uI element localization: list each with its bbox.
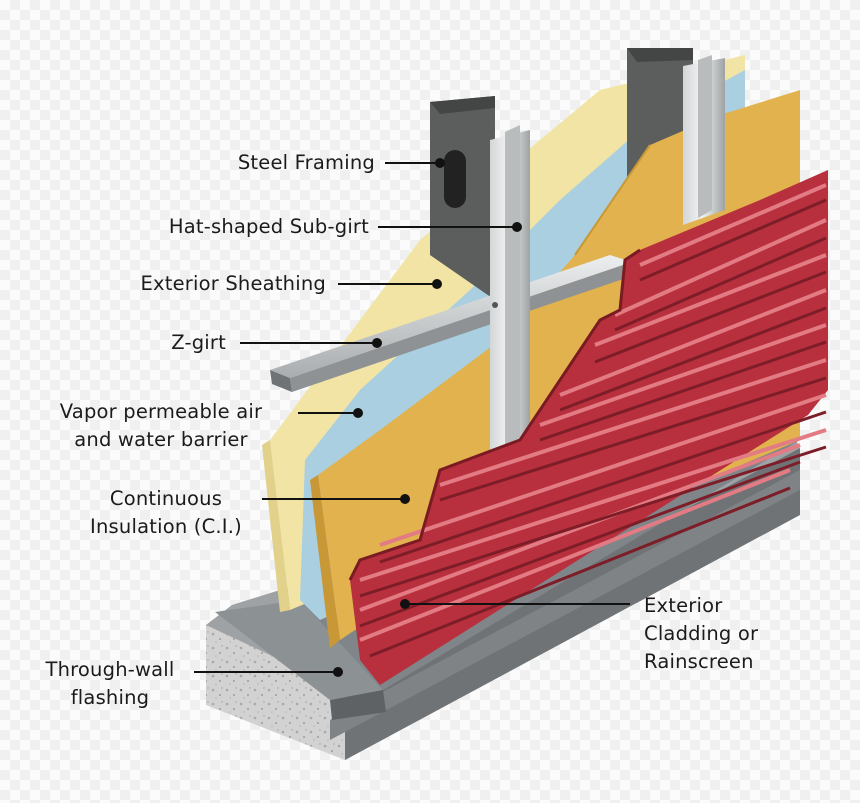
- label-z-girt: Z-girt: [171, 329, 226, 357]
- label-exterior-cladding-line3: Rainscreen: [644, 650, 754, 673]
- label-vapor-barrier-line1: Vapor permeable air: [59, 400, 263, 423]
- label-continuous-insulation: Continuous Insulation (C.I.): [75, 485, 257, 541]
- label-through-wall-flashing-line1: Through-wall: [45, 658, 175, 681]
- dot-steel-framing: [435, 158, 445, 168]
- z-girt-rail: [270, 255, 632, 392]
- label-through-wall-flashing: Through-wall flashing: [30, 656, 190, 712]
- label-continuous-insulation-line1: Continuous: [109, 487, 223, 510]
- label-exterior-cladding-line1: Exterior: [644, 594, 723, 617]
- label-exterior-sheathing-text: Exterior Sheathing: [140, 272, 326, 295]
- dot-continuous-insulation: [400, 494, 410, 504]
- label-through-wall-flashing-line2: flashing: [70, 686, 150, 709]
- dot-hat-subgirt: [512, 222, 522, 232]
- exterior-cladding-panels: [348, 170, 828, 685]
- label-steel-framing: Steel Framing: [238, 149, 375, 177]
- label-exterior-sheathing: Exterior Sheathing: [140, 270, 326, 298]
- label-hat-subgirt: Hat-shaped Sub-girt: [169, 213, 369, 241]
- label-continuous-insulation-line2: Insulation (C.I.): [90, 515, 242, 538]
- leader-lines: [194, 162, 630, 673]
- leader-dots: [333, 158, 522, 677]
- label-exterior-cladding: Exterior Cladding or Rainscreen: [644, 592, 758, 676]
- hat-subgirts: [490, 55, 725, 470]
- steel-framing-studs: [430, 48, 693, 300]
- dot-exterior-sheathing: [432, 279, 442, 289]
- label-vapor-barrier: Vapor permeable air and water barrier: [56, 398, 266, 454]
- label-vapor-barrier-line2: and water barrier: [74, 428, 248, 451]
- dot-exterior-cladding: [400, 599, 410, 609]
- label-exterior-cladding-line2: Cladding or: [644, 622, 759, 645]
- label-z-girt-text: Z-girt: [171, 331, 226, 354]
- dot-through-wall-flashing: [333, 667, 343, 677]
- dot-vapor-barrier: [353, 408, 363, 418]
- label-hat-subgirt-text: Hat-shaped Sub-girt: [168, 215, 369, 238]
- dot-z-girt: [372, 338, 382, 348]
- label-steel-framing-text: Steel Framing: [237, 151, 375, 174]
